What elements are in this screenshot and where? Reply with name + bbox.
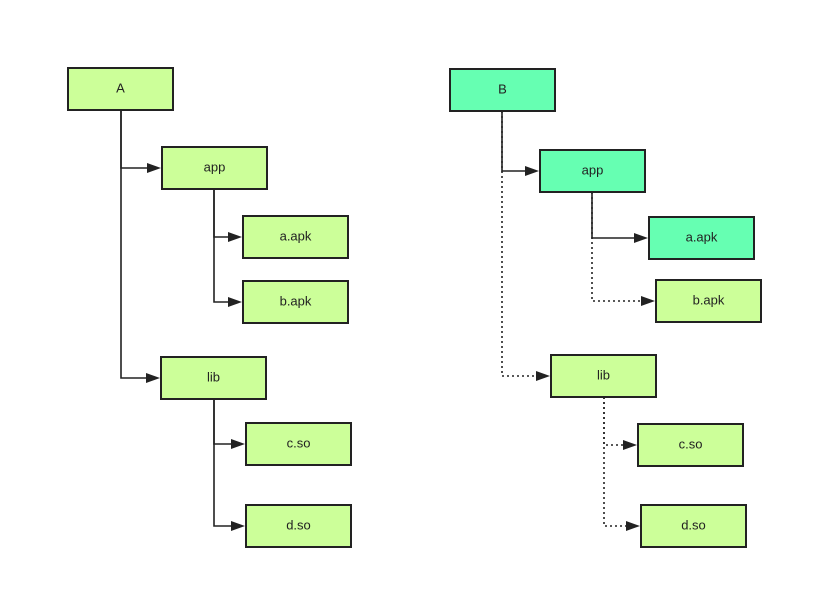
arrowhead-icon (231, 521, 245, 531)
node-label: c.so (679, 436, 703, 451)
edge-to-a-app-b (213, 189, 242, 307)
edge-to-a-lib-d (213, 399, 245, 531)
node-box (242, 280, 349, 324)
node-b-lib-c: c.so (637, 423, 744, 467)
node-label: a.apk (686, 229, 718, 244)
node-box (539, 149, 646, 193)
edge-to-b-app-b (591, 192, 655, 306)
node-a: A (67, 67, 174, 111)
edge-line (120, 110, 149, 169)
edge-line (120, 110, 148, 379)
arrowhead-icon (231, 439, 245, 449)
node-b-lib: lib (550, 354, 657, 398)
node-label: A (116, 80, 125, 95)
edge-to-a-lib (120, 110, 160, 383)
edge-to-b-lib-c (603, 397, 637, 450)
node-box (245, 504, 352, 548)
node-a-lib: lib (160, 356, 267, 400)
node-label: a.apk (280, 228, 312, 243)
node-label: b.apk (693, 292, 725, 307)
node-box (648, 216, 755, 260)
node-a-lib-c: c.so (245, 422, 352, 466)
node-label: lib (597, 367, 610, 382)
edge-to-b-lib-d (603, 397, 640, 531)
edge-to-a-app (120, 110, 161, 173)
edge-line (501, 111, 538, 377)
node-box (550, 354, 657, 398)
node-a-app: app (161, 146, 268, 190)
node-box (655, 279, 762, 323)
node-a-app-a: a.apk (242, 215, 349, 259)
node-label: lib (207, 369, 220, 384)
node-box (242, 215, 349, 259)
node-b-app: app (539, 149, 646, 193)
node-b-app-a: a.apk (648, 216, 755, 260)
node-label: c.so (287, 435, 311, 450)
arrowhead-icon (525, 166, 539, 176)
node-label: b.apk (280, 293, 312, 308)
node-label: B (498, 81, 507, 96)
arrowhead-icon (228, 232, 242, 242)
node-a-app-b: b.apk (242, 280, 349, 324)
arrowhead-icon (228, 297, 242, 307)
node-label: app (582, 162, 604, 177)
edge-to-b-lib (501, 111, 550, 381)
edge-line (213, 189, 230, 238)
edge-to-a-lib-c (213, 399, 245, 449)
edge-line (213, 399, 233, 527)
edge-line (603, 397, 625, 446)
arrowhead-icon (641, 296, 655, 306)
arrowhead-icon (626, 521, 640, 531)
node-box (449, 68, 556, 112)
edge-to-b-app (501, 111, 539, 176)
edge-line (603, 397, 628, 527)
edge-line (591, 192, 643, 302)
arrowhead-icon (623, 440, 637, 450)
edge-line (591, 192, 636, 239)
edge-to-b-app-a (591, 192, 648, 243)
node-box (67, 67, 174, 111)
node-b-app-b: b.apk (655, 279, 762, 323)
node-box (637, 423, 744, 467)
arrowhead-icon (634, 233, 648, 243)
node-label: d.so (286, 517, 311, 532)
arrowhead-icon (147, 163, 161, 173)
node-box (160, 356, 267, 400)
node-a-lib-d: d.so (245, 504, 352, 548)
node-label: app (204, 159, 226, 174)
node-label: d.so (681, 517, 706, 532)
edge-line (213, 399, 233, 445)
edge-line (213, 189, 230, 303)
node-box (640, 504, 747, 548)
node-b-lib-d: d.so (640, 504, 747, 548)
node-b: B (449, 68, 556, 112)
edges-layer (120, 110, 655, 531)
edge-to-a-app-a (213, 189, 242, 242)
arrowhead-icon (536, 371, 550, 381)
edge-line (501, 111, 527, 172)
arrowhead-icon (146, 373, 160, 383)
node-box (161, 146, 268, 190)
node-box (245, 422, 352, 466)
